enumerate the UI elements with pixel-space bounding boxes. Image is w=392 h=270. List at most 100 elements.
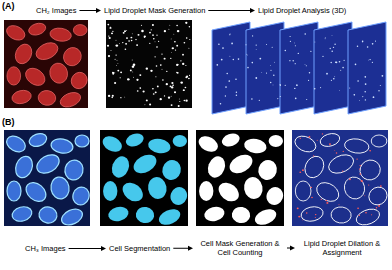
droplet-dot (180, 60, 181, 61)
step-label: Lipid Droplet Mask Generation (102, 5, 207, 16)
droplet-dot (162, 79, 164, 80)
mask-image (106, 20, 192, 108)
droplet-dot (116, 44, 119, 46)
droplet-dot (149, 43, 150, 44)
droplet-dot (156, 46, 158, 48)
droplet-dot (180, 81, 183, 83)
droplet-dot (171, 104, 173, 106)
droplet-dot (295, 98, 297, 100)
droplet-dot (126, 30, 127, 32)
droplet-dot (108, 55, 110, 57)
droplet-dot (123, 32, 125, 34)
droplet-dot (176, 45, 178, 47)
droplet-dot (331, 80, 332, 81)
ch2-image (4, 20, 90, 110)
droplet-dot (335, 61, 337, 63)
droplet-dot (185, 65, 186, 66)
droplet-dot (233, 59, 234, 60)
droplet-dot (109, 27, 111, 29)
panel-label: (A) (2, 1, 15, 11)
droplet-dot (153, 38, 155, 40)
droplet-dot (252, 62, 254, 64)
droplet-dot (176, 25, 178, 26)
droplet-dot (246, 54, 248, 56)
droplet-dot (164, 58, 166, 60)
droplet-dot (353, 94, 355, 96)
droplet-dot (373, 96, 375, 98)
droplet-dot (112, 72, 114, 73)
droplet-dot (120, 77, 121, 78)
droplet-dot (151, 29, 152, 30)
droplet-dot (139, 74, 141, 76)
step-text: CH₃ Images (25, 244, 66, 253)
droplet-dot (125, 43, 127, 45)
droplet-dot (378, 90, 379, 91)
droplet-dot (164, 30, 166, 32)
droplet-dot (216, 64, 218, 66)
droplet-dot (229, 55, 231, 57)
droplet-dot (182, 63, 184, 65)
droplet-dot (133, 76, 134, 78)
droplet-dot (365, 99, 366, 100)
droplet-dot (160, 64, 162, 66)
droplet-dot (330, 48, 331, 49)
droplet-dot (122, 42, 123, 43)
droplet-dot (302, 169, 304, 171)
droplet-dot (272, 47, 273, 48)
droplet-dot (111, 97, 113, 99)
droplet-dot (172, 47, 174, 49)
droplet-dot (313, 155, 314, 156)
droplet-dot (369, 59, 370, 60)
droplet-dot (322, 56, 323, 57)
droplet-dot (128, 78, 129, 80)
droplet-dot (251, 98, 253, 100)
droplet-dot (336, 152, 338, 153)
droplet-dot (382, 75, 384, 77)
droplet-dot (368, 59, 370, 61)
droplet-dot (338, 89, 340, 91)
droplet-dot (120, 71, 122, 73)
droplet-dot (266, 44, 267, 45)
droplet-dot (117, 70, 119, 72)
flow-arrow (69, 246, 106, 251)
droplet-dot (235, 79, 237, 81)
droplet-dot (120, 97, 121, 98)
droplet-dot (320, 87, 321, 88)
droplet-dot (306, 212, 308, 213)
droplet-dot (273, 74, 274, 75)
droplet-dot (298, 216, 300, 218)
droplet-dot (277, 98, 278, 99)
droplet-dot (314, 41, 316, 43)
droplet-dot (378, 205, 380, 207)
droplet-dot (362, 96, 363, 97)
droplet-dot (309, 72, 310, 73)
droplet-dot (294, 42, 296, 44)
step-label: Lipid Droplet Dilation & Assignment (296, 238, 388, 258)
droplet-dot (133, 64, 136, 66)
droplet-dot (184, 42, 186, 44)
droplet-dot (295, 63, 296, 64)
droplet-dot (131, 40, 133, 41)
droplet-dot (153, 93, 155, 95)
flow-arrow (173, 246, 193, 251)
droplet-dot (188, 47, 189, 49)
droplet-dot (186, 76, 188, 78)
droplet-dot (357, 45, 358, 46)
droplet-dot (324, 37, 326, 39)
droplet-dot (340, 70, 341, 71)
droplet-dot (155, 91, 157, 93)
segmentation-image (100, 130, 190, 228)
droplet-dot (152, 34, 154, 36)
droplet-dot (115, 59, 116, 60)
droplet-dot (317, 140, 318, 141)
droplet-dot (149, 104, 151, 106)
droplet-dot (154, 56, 155, 57)
droplet-dot (238, 58, 240, 60)
droplet-dot (171, 95, 172, 97)
droplet-dot (236, 95, 237, 96)
droplet-dot (339, 61, 341, 63)
droplet-dots (107, 22, 190, 107)
droplet-dot (189, 26, 191, 27)
